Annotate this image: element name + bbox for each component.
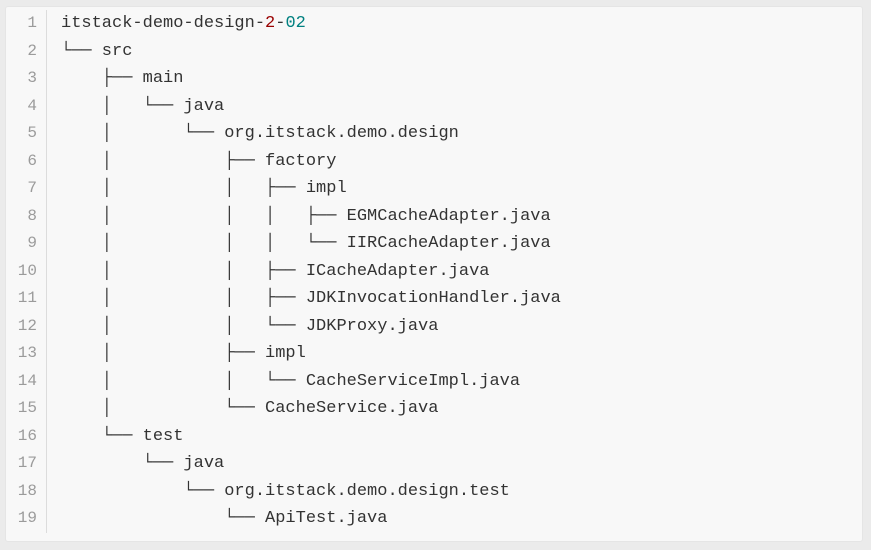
- code-line: 12 │ │ └── JDKProxy.java: [6, 312, 862, 340]
- code-text: │ └── CacheService.java: [61, 399, 439, 418]
- line-number: 13: [6, 340, 47, 368]
- code-text: │ │ ├── JDKInvocationHandler.java: [61, 289, 561, 308]
- code-text: │ │ └── JDKProxy.java: [61, 316, 439, 336]
- code-line: 4 │ └── java: [6, 92, 862, 120]
- line-number: 7: [6, 175, 47, 203]
- code-line: 19 └── ApiTest.java: [6, 505, 862, 533]
- code-text: └── src: [61, 41, 133, 61]
- line-number: 12: [6, 312, 47, 340]
- line-number: 3: [6, 65, 47, 93]
- line-number: 5: [6, 120, 47, 148]
- line-number: 1: [6, 10, 47, 38]
- code-line: 18 └── org.itstack.demo.design.test: [6, 477, 862, 505]
- code-text: │ └── java: [61, 96, 225, 116]
- code-line: 11 │ │ ├── JDKInvocationHandler.java: [6, 285, 862, 313]
- line-number: 2: [6, 37, 47, 65]
- line-number: 15: [6, 395, 47, 423]
- code-text: │ │ │ └── IIRCacheAdapter.java: [61, 234, 551, 253]
- code-text: └── java: [61, 454, 225, 473]
- line-number: 9: [6, 230, 47, 258]
- code-line: 9 │ │ │ └── IIRCacheAdapter.java: [6, 230, 862, 258]
- line-number: 19: [6, 505, 47, 533]
- line-number: 10: [6, 257, 47, 285]
- code-line: 10 │ │ ├── ICacheAdapter.java: [6, 257, 862, 285]
- code-text: │ │ ├── ICacheAdapter.java: [61, 261, 490, 281]
- code-text: └── org.itstack.demo.design.test: [61, 481, 510, 501]
- code-line: 7 │ │ ├── impl: [6, 175, 862, 203]
- code-text: │ │ │ ├── EGMCacheAdapter.java: [61, 206, 551, 226]
- code-snippet-block: 1 itstack-demo-design-2-02 2 └── src 3 ├…: [5, 6, 863, 542]
- code-text: itstack-demo-design-2-02: [47, 10, 306, 38]
- code-text: └── ApiTest.java: [61, 509, 388, 528]
- line-number: 6: [6, 147, 47, 175]
- number-token-red: 2: [265, 14, 276, 33]
- dash-text: -: [275, 14, 286, 33]
- code-line: 2 └── src: [6, 37, 862, 65]
- line-number: 4: [6, 92, 47, 120]
- project-name-text: itstack-demo-design-: [61, 14, 266, 33]
- line-number: 18: [6, 477, 47, 505]
- code-line: 8 │ │ │ ├── EGMCacheAdapter.java: [6, 202, 862, 230]
- line-number: 16: [6, 422, 47, 450]
- line-number: 17: [6, 450, 47, 478]
- number-token-teal: 02: [285, 14, 306, 33]
- code-line: 6 │ ├── factory: [6, 147, 862, 175]
- line-number: 8: [6, 202, 47, 230]
- code-line: 5 │ └── org.itstack.demo.design: [6, 120, 862, 148]
- code-line: 14 │ │ └── CacheServiceImpl.java: [6, 367, 862, 395]
- code-text: │ └── org.itstack.demo.design: [61, 124, 459, 143]
- code-text: │ │ ├── impl: [61, 179, 347, 198]
- code-line: 16 └── test: [6, 422, 862, 450]
- code-line: 13 │ ├── impl: [6, 340, 862, 368]
- code-text: └── test: [61, 426, 184, 446]
- code-line: 17 └── java: [6, 450, 862, 478]
- code-line: 3 ├── main: [6, 65, 862, 93]
- code-text: ├── main: [61, 69, 184, 88]
- line-number: 11: [6, 285, 47, 313]
- code-text: │ ├── impl: [61, 344, 306, 363]
- line-number: 14: [6, 367, 47, 395]
- code-text: │ │ └── CacheServiceImpl.java: [61, 371, 521, 391]
- code-line: 15 │ └── CacheService.java: [6, 395, 862, 423]
- code-line: 1 itstack-demo-design-2-02: [6, 10, 862, 38]
- code-text: │ ├── factory: [61, 151, 337, 171]
